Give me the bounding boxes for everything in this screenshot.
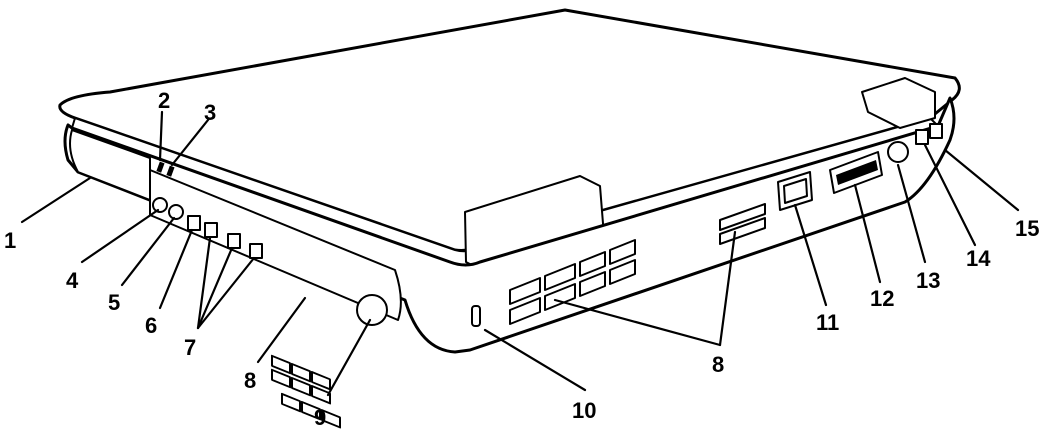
audio-jack-4	[152, 197, 168, 213]
security-lock-slot-10	[471, 305, 481, 327]
vga-port-inner	[783, 178, 808, 204]
callout-1: 1	[4, 228, 16, 253]
hinge-right	[861, 77, 936, 129]
parallel-port-pins	[836, 160, 878, 185]
round-port-9	[356, 294, 388, 326]
modem-port-15	[929, 123, 943, 139]
leader-lines	[20, 110, 1020, 397]
callout-13: 13	[916, 268, 940, 293]
callout-6: 6	[145, 313, 157, 338]
vent-left	[271, 354, 341, 429]
left-side-panel	[69, 129, 151, 201]
callout-12: 12	[870, 286, 894, 311]
callout-4: 4	[66, 268, 79, 293]
callout-8-left: 8	[244, 368, 256, 393]
usb-port-7c	[249, 243, 263, 259]
callout-7: 7	[184, 335, 196, 360]
network-port-14	[915, 129, 929, 145]
led-indicator-2	[156, 161, 165, 173]
callout-2: 2	[158, 88, 170, 113]
callout-5: 5	[108, 290, 120, 315]
callout-15: 15	[1015, 216, 1039, 241]
callout-14: 14	[966, 246, 991, 271]
usb-port-7a	[204, 222, 218, 238]
led-indicator-3	[166, 165, 175, 177]
callout-8-rear: 8	[712, 352, 724, 377]
vent-rear	[509, 203, 766, 325]
left-side-strip	[149, 169, 402, 321]
callout-11: 11	[816, 310, 839, 335]
usb-port-7b	[227, 233, 241, 249]
port-6	[187, 215, 201, 231]
audio-jack-5	[168, 204, 184, 220]
callout-9: 9	[314, 405, 326, 430]
s-video-port-13	[887, 141, 909, 163]
callout-3: 3	[204, 100, 216, 125]
callout-10: 10	[572, 398, 596, 423]
